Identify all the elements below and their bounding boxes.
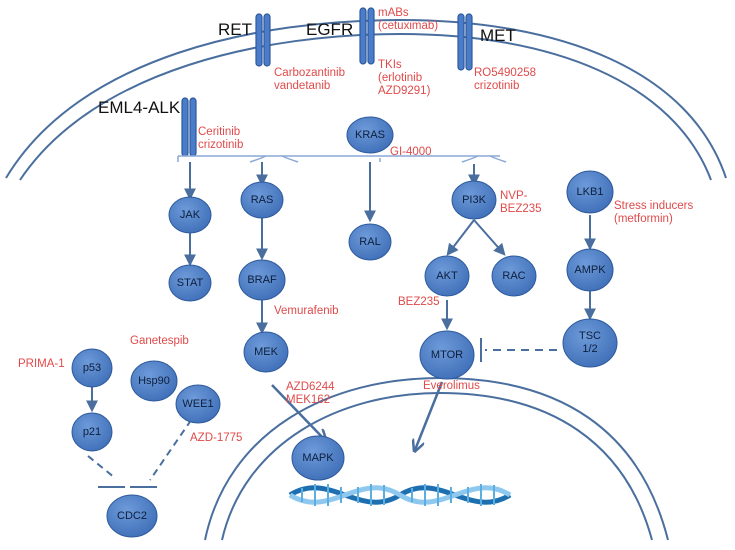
node-akt: AKT bbox=[424, 255, 470, 297]
drug-label-braf: Vemurafenib bbox=[274, 305, 339, 317]
node-p53-label: p53 bbox=[83, 362, 101, 374]
node-cdc2-circle bbox=[106, 494, 158, 538]
drug-label-mabs: mABs (cetuximab) bbox=[378, 7, 439, 32]
node-lkb1-circle bbox=[566, 170, 614, 214]
node-ral: RAL bbox=[348, 223, 392, 261]
node-lkb1: LKB1 bbox=[566, 170, 614, 214]
node-braf-label: BRAF bbox=[247, 274, 277, 286]
node-layer: KRAS JAK STAT RAS BRAF MEK MAPK RAL PI3K AKT RAC MT… bbox=[71, 116, 618, 538]
node-ral-label: RAL bbox=[359, 236, 380, 248]
node-hsp90-label: Hsp90 bbox=[138, 375, 170, 387]
node-akt-label: AKT bbox=[436, 270, 458, 282]
node-jak-label: JAK bbox=[180, 209, 201, 221]
node-rac: RAC bbox=[491, 255, 537, 297]
node-wee1-label: WEE1 bbox=[182, 398, 213, 410]
drug-label-wee1: AZD-1775 bbox=[190, 432, 243, 444]
node-tsc-circle bbox=[562, 318, 618, 368]
receptor-met-icon bbox=[457, 13, 473, 71]
node-ras-circle bbox=[240, 181, 284, 219]
node-stat-circle bbox=[168, 264, 212, 302]
drug-label-tkis: TKIs (erlotinib AZD9291) bbox=[378, 59, 431, 97]
dna-helix-icon bbox=[288, 484, 512, 506]
node-mek: MEK bbox=[243, 331, 289, 373]
node-braf-circle bbox=[238, 259, 286, 301]
drug-label-ret: Carbozantinib vandetanib bbox=[274, 67, 345, 92]
node-pi3k-label: PI3K bbox=[462, 194, 487, 206]
node-p53: p53 bbox=[71, 348, 113, 388]
receptor-egfr-icon bbox=[359, 7, 375, 65]
node-ras: RAS bbox=[240, 181, 284, 219]
node-pi3k-circle bbox=[451, 180, 497, 220]
receptor-ret-icon bbox=[255, 13, 271, 67]
node-mapk-label: MAPK bbox=[302, 452, 334, 464]
receptor-label-ret: RET bbox=[218, 20, 252, 39]
cell-membrane bbox=[5, 18, 727, 181]
drug-label-alk: Ceritinib crizotinib bbox=[198, 126, 244, 151]
node-mek-label: MEK bbox=[254, 346, 279, 358]
node-ampk-circle bbox=[566, 248, 614, 292]
drug-label-p53: PRIMA-1 bbox=[18, 358, 65, 370]
node-mapk-circle bbox=[291, 435, 345, 481]
node-akt-circle bbox=[424, 255, 470, 297]
node-stat-label: STAT bbox=[177, 277, 204, 289]
node-p21: p21 bbox=[71, 412, 113, 452]
node-hsp90: Hsp90 bbox=[130, 360, 178, 402]
node-wee1: WEE1 bbox=[175, 384, 221, 424]
nucleus-membrane bbox=[204, 376, 669, 541]
drug-label-mek: AZD6244 MEK162 bbox=[286, 381, 335, 406]
receptor-eml4-alk-icon bbox=[181, 97, 197, 157]
node-braf: BRAF bbox=[238, 259, 286, 301]
node-kras: KRAS bbox=[346, 116, 394, 154]
node-ras-label: RAS bbox=[251, 194, 274, 206]
node-p21-circle bbox=[71, 412, 113, 452]
node-mek-circle bbox=[243, 331, 289, 373]
drug-label-pi3k: NVP- BEZ235 bbox=[500, 190, 542, 215]
node-cdc2: CDC2 bbox=[106, 494, 158, 538]
node-mtor: MTOR bbox=[419, 330, 475, 380]
drug-label-akt: BEZ235 bbox=[398, 296, 440, 308]
node-jak: JAK bbox=[168, 196, 212, 234]
node-pi3k: PI3K bbox=[451, 180, 497, 220]
node-p21-label: p21 bbox=[83, 426, 101, 438]
node-cdc2-label: CDC2 bbox=[117, 510, 147, 522]
node-ral-circle bbox=[348, 223, 392, 261]
node-mtor-label: MTOR bbox=[431, 349, 463, 361]
node-ampk: AMPK bbox=[566, 248, 614, 292]
node-wee1-circle bbox=[175, 384, 221, 424]
receptor-label-met: MET bbox=[480, 26, 516, 45]
node-kras-circle bbox=[346, 116, 394, 154]
receptor-label-eml4-alk: EML4-ALK bbox=[98, 98, 181, 117]
node-ampk-label: AMPK bbox=[574, 264, 606, 276]
receptor-label-egfr: EGFR bbox=[306, 20, 354, 39]
drug-label-lkb1: Stress inducers (metformin) bbox=[614, 200, 694, 225]
node-lkb1-label: LKB1 bbox=[577, 186, 604, 198]
kras-brace-connector bbox=[177, 155, 507, 163]
drug-label-kras: GI-4000 bbox=[390, 146, 432, 158]
node-stat: STAT bbox=[168, 264, 212, 302]
drug-label-hsp90: Ganetespib bbox=[130, 335, 189, 347]
node-hsp90-circle bbox=[130, 360, 178, 402]
node-kras-label: KRAS bbox=[355, 129, 385, 141]
node-rac-circle bbox=[491, 255, 537, 297]
node-mapk: MAPK bbox=[291, 435, 345, 481]
drug-label-met: RO5490258 crizotinib bbox=[474, 67, 537, 92]
node-rac-label: RAC bbox=[502, 270, 525, 282]
node-jak-circle bbox=[168, 196, 212, 234]
node-p53-circle bbox=[71, 348, 113, 388]
drug-label-mtor: Everolimus bbox=[423, 380, 480, 392]
node-mtor-circle bbox=[419, 330, 475, 380]
